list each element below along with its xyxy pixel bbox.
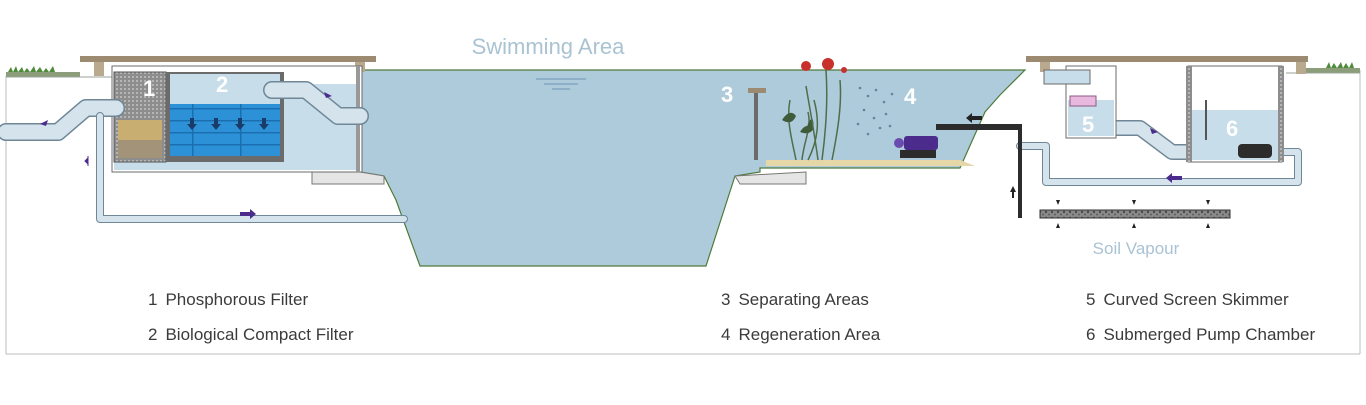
regeneration-pump-nozzle [894,138,904,148]
soil-vapour-label: Soil Vapour [1093,239,1180,258]
legend-label: Curved Screen Skimmer [1103,290,1289,309]
swimming-area-water [359,69,1027,267]
water-ripple [536,78,586,90]
plants [782,58,894,161]
flow-arrows [40,92,1182,219]
ledge-left [311,171,385,185]
pump-chamber-wall-left [1186,66,1192,162]
grass-left [6,66,80,77]
marker-5: 5 [1082,112,1094,137]
deck-right-post-2 [1296,62,1306,74]
swimming-area-label: Swimming Area [472,34,626,59]
legend-item-5: 5 Curved Screen Skimmer [1086,290,1289,310]
regeneration-pipe-down [1018,124,1022,218]
grass-right [1306,62,1360,73]
legend-label: Biological Compact Filter [165,325,354,344]
phosphorous-media-base [118,140,162,158]
soil-vapour-drain [1039,209,1231,219]
deck-right [1026,56,1308,62]
legend-label: Regeneration Area [738,325,881,344]
separating-post-cap [748,88,766,93]
upflow-arrow [1010,186,1016,198]
legend-num: 6 [1086,325,1096,344]
legend-label: Separating Areas [738,290,869,309]
legend-num: 1 [148,290,158,309]
legend-item-3: 3 Separating Areas [721,290,869,310]
legend-num: 4 [721,325,731,344]
deck-left-post-1 [94,62,104,76]
bio-filter-arrows [187,118,269,130]
deck-right-post-1 [1040,62,1050,72]
marker-2: 2 [216,72,228,97]
legend-num: 3 [721,290,731,309]
marker-3: 3 [721,82,733,107]
marker-4: 4 [904,84,917,109]
legend-item-2: 2 Biological Compact Filter [148,325,353,345]
ledge-right [734,171,807,185]
marker-1: 1 [143,76,155,101]
regeneration-pipe [936,124,1020,130]
soil-vapour-arrows [1056,200,1210,228]
phosphorous-media [118,120,162,140]
pump-body [1238,144,1272,158]
legend-item-4: 4 Regeneration Area [721,325,880,345]
regeneration-pump-base [900,150,936,158]
legend-label: Submerged Pump Chamber [1103,325,1316,344]
regeneration-pump [904,136,938,150]
legend-label: Phosphorous Filter [165,290,309,309]
separating-post [754,90,758,160]
pipe-arrow-right [966,113,982,123]
legend-item-1: 1 Phosphorous Filter [148,290,308,310]
legend-num: 5 [1086,290,1096,309]
marker-6: 6 [1226,116,1238,141]
skimmer-inlet [1043,69,1091,85]
pump-chamber-wall-right [1278,66,1284,162]
regeneration-bed [766,160,975,166]
skimmer-screen [1069,95,1097,107]
deck-left [80,56,376,62]
bio-filter-media [170,104,280,156]
legend-item-6: 6 Submerged Pump Chamber [1086,325,1315,345]
legend-num: 2 [148,325,158,344]
bio-filter-water [170,74,280,104]
